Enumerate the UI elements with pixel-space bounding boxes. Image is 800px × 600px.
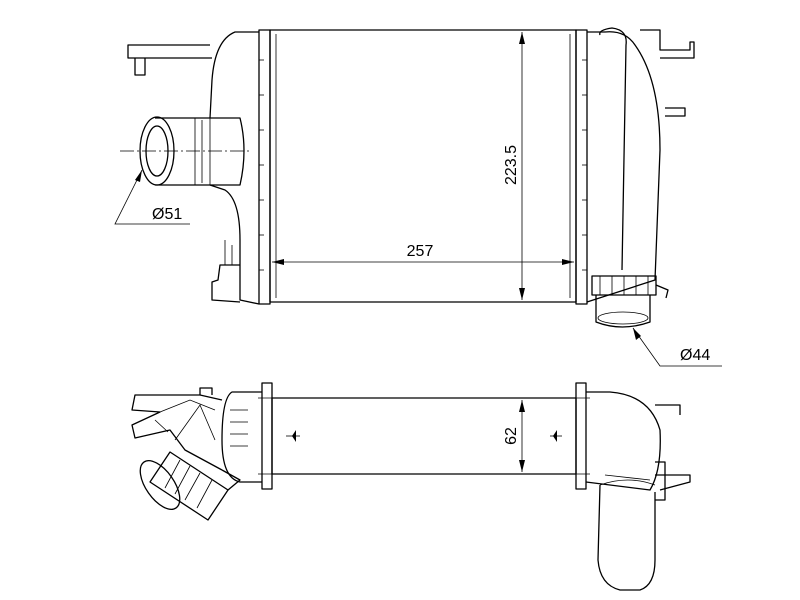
- left-tank-top: [221, 391, 262, 483]
- leader-outlet: [632, 327, 722, 367]
- left-side-plate: [258, 29, 271, 305]
- dim-inlet-diameter: Ø51: [152, 206, 182, 223]
- inlet-pipe-top: [139, 451, 241, 521]
- right-tank-top: [585, 391, 661, 491]
- dim-core-depth: 62: [503, 427, 520, 445]
- dim-core-height: 223.5: [503, 145, 520, 185]
- dim-outlet-diameter: Ø44: [680, 347, 710, 364]
- outlet-pipe: [591, 275, 669, 328]
- left-bracket-top: [131, 394, 223, 471]
- outlet-pipe-top: [597, 484, 656, 591]
- top-view: 62: [131, 382, 691, 591]
- right-side-plate: [575, 29, 588, 305]
- front-view: 257 223.5 Ø51 Ø44: [114, 27, 722, 367]
- left-tank: [209, 31, 260, 305]
- core-top: [271, 397, 577, 475]
- leader-inlet: [114, 169, 190, 225]
- right-tank: [586, 31, 661, 303]
- dim-core-width: 257: [407, 243, 434, 260]
- left-bracket: [127, 44, 212, 59]
- inlet-pipe: [120, 116, 250, 186]
- core-front: [269, 29, 577, 303]
